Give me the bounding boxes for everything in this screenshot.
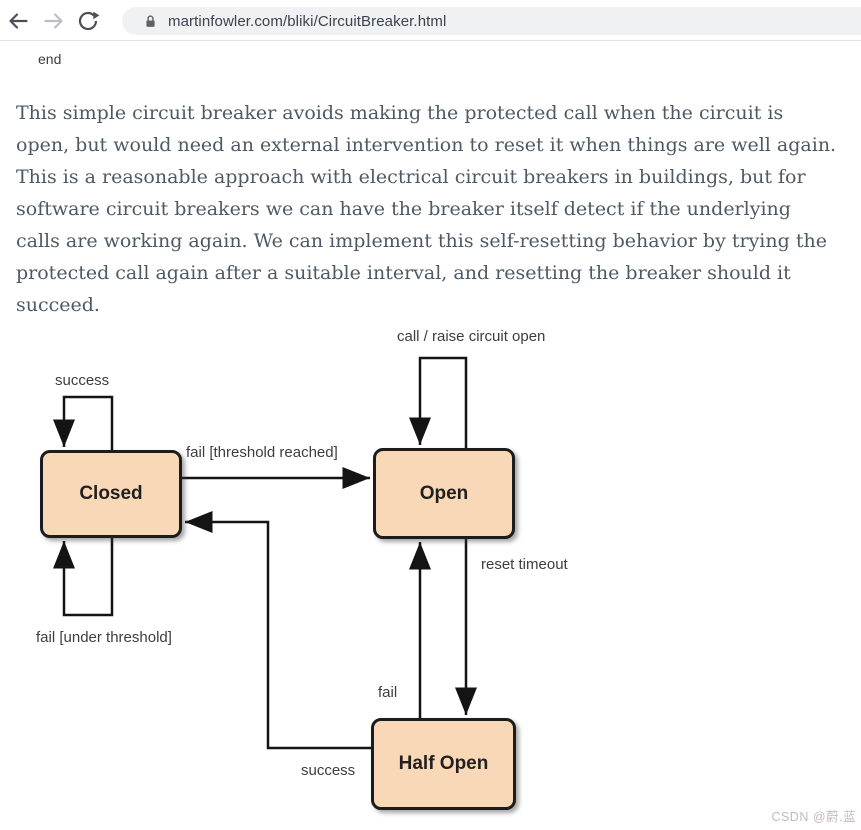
state-closed: Closed: [40, 450, 182, 538]
code-end-keyword: end: [38, 51, 62, 67]
label-half-open-to-closed: success: [301, 762, 356, 779]
arrow-open-self-call: [409, 356, 468, 448]
circuit-breaker-state-diagram: Closed Open Half Open success call / rai…: [0, 320, 861, 830]
arrow-closed-self-fail: [53, 538, 114, 617]
lock-icon: [146, 14, 155, 27]
arrow-half-open-to-closed: [185, 511, 371, 750]
state-open: Open: [373, 448, 515, 539]
article-paragraph: This simple circuit breaker avoids makin…: [16, 102, 837, 316]
forward-arrow-icon[interactable]: [42, 9, 66, 33]
refresh-icon[interactable]: [76, 9, 100, 33]
transition-arrows: [53, 356, 477, 750]
label-open-to-half-open: reset timeout: [481, 556, 568, 573]
arrow-closed-self-success: [53, 395, 114, 450]
label-half-open-to-open: fail: [378, 684, 398, 701]
address-bar[interactable]: martinfowler.com/bliki/CircuitBreaker.ht…: [122, 7, 861, 35]
label-closed-self-success: success: [55, 372, 110, 389]
browser-toolbar: martinfowler.com/bliki/CircuitBreaker.ht…: [0, 0, 861, 41]
label-closed-self-fail: fail [under threshold]: [36, 629, 172, 646]
label-open-self-call: call / raise circuit open: [397, 328, 546, 345]
back-arrow-icon[interactable]: [6, 9, 30, 33]
state-half-open: Half Open: [371, 718, 516, 810]
url-text: martinfowler.com/bliki/CircuitBreaker.ht…: [168, 12, 447, 30]
label-closed-to-open: fail [threshold reached]: [186, 444, 338, 461]
csdn-watermark: CSDN @蔚.蓝: [771, 810, 856, 824]
